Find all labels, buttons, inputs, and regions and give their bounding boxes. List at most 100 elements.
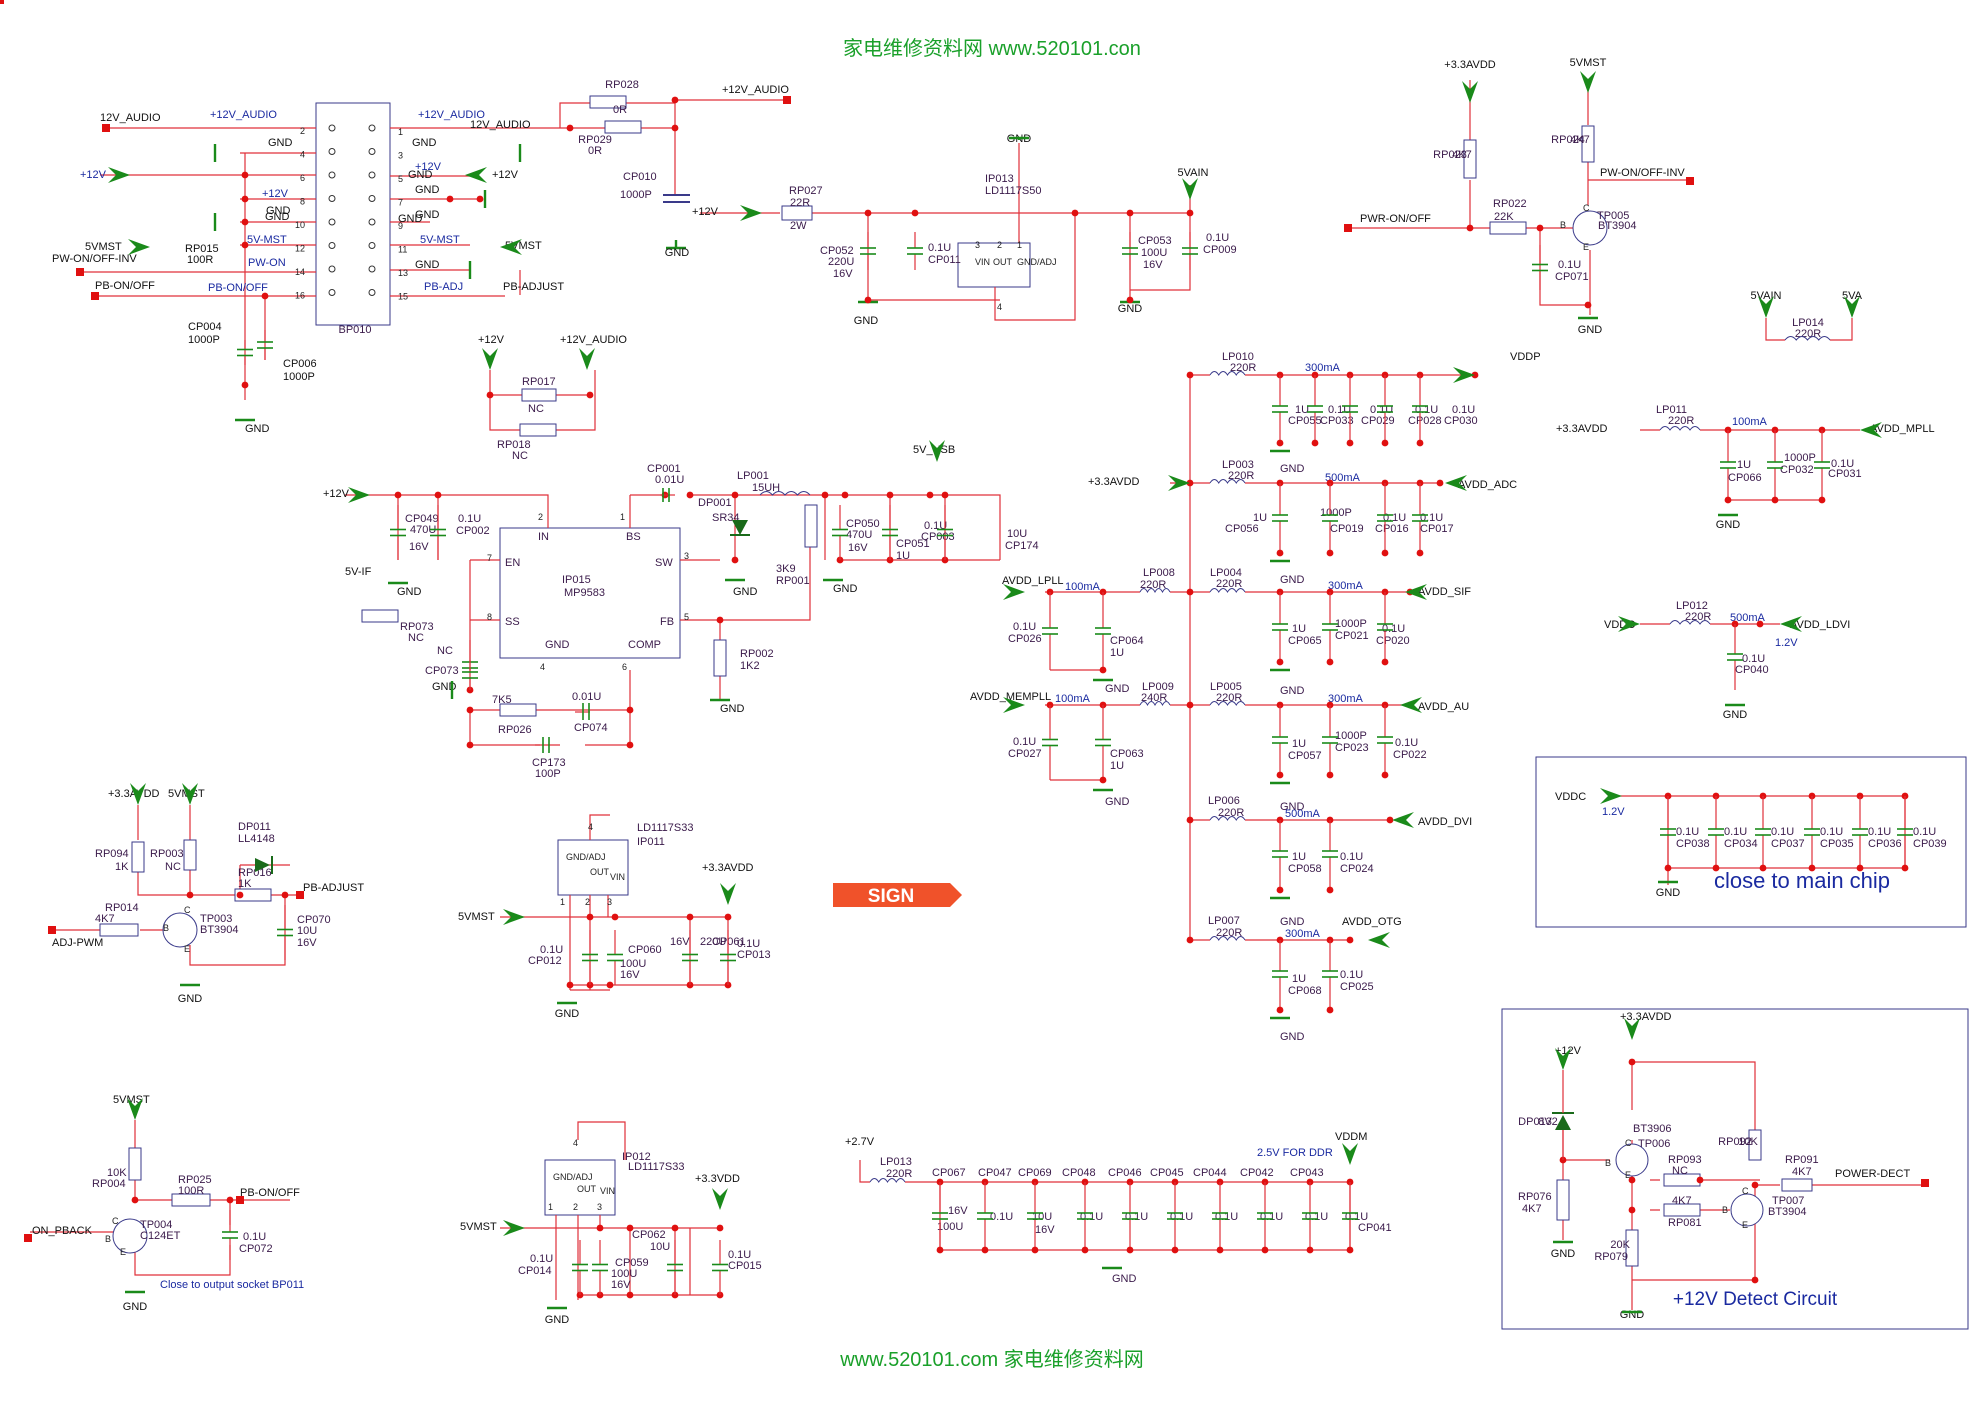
junction-dot bbox=[1416, 439, 1424, 447]
label: +12V bbox=[478, 334, 505, 346]
label: 0.1U bbox=[1170, 1211, 1193, 1223]
label: NC bbox=[512, 450, 528, 462]
label: 2 bbox=[585, 897, 590, 907]
junction-dot bbox=[476, 195, 484, 203]
junction-dot bbox=[1381, 658, 1389, 666]
junction-dot bbox=[1276, 1006, 1284, 1014]
label: PB-ADJ bbox=[424, 281, 463, 293]
junction-dot bbox=[1261, 1246, 1269, 1254]
label: 8 bbox=[300, 197, 305, 207]
label: E bbox=[1625, 1170, 1631, 1180]
label: 0.1U bbox=[1831, 458, 1854, 470]
label: 1 bbox=[398, 127, 403, 137]
label: IP012 bbox=[622, 1151, 651, 1163]
label: BT3904 bbox=[1598, 220, 1637, 232]
power-arrow bbox=[127, 1098, 143, 1120]
label: 1 bbox=[560, 897, 565, 907]
label: 0.1U bbox=[737, 938, 760, 950]
label: DP001 bbox=[698, 497, 732, 509]
label: CP039 bbox=[1913, 838, 1947, 850]
label: 0.1U bbox=[1013, 621, 1036, 633]
label: 8 bbox=[487, 612, 492, 622]
label: RP014 bbox=[105, 902, 139, 914]
junction-dot bbox=[686, 491, 694, 499]
label: RP029 bbox=[578, 134, 612, 146]
label: IP013 bbox=[985, 173, 1014, 185]
label: 0.1U bbox=[1382, 623, 1405, 635]
label: 0.1U bbox=[1206, 232, 1229, 244]
label: +12V bbox=[323, 488, 350, 500]
label: close to main chip bbox=[1714, 868, 1890, 893]
junction-dot bbox=[611, 913, 619, 921]
power-arrow bbox=[1003, 584, 1025, 600]
port-square bbox=[1686, 177, 1694, 185]
label: C bbox=[112, 1216, 119, 1226]
pin bbox=[368, 265, 376, 273]
label: MP9583 bbox=[564, 587, 605, 599]
label: 220R bbox=[1140, 579, 1166, 591]
junction-dot bbox=[241, 195, 249, 203]
label: GND bbox=[178, 993, 203, 1005]
label: 0.1U bbox=[1260, 1211, 1283, 1223]
label: CP026 bbox=[1008, 633, 1042, 645]
label: NC bbox=[165, 861, 181, 873]
inductor bbox=[1784, 336, 1831, 341]
junction-dot bbox=[671, 124, 679, 132]
label: 1U bbox=[1737, 459, 1751, 471]
label: GND bbox=[397, 586, 422, 598]
label: 0.1U bbox=[1395, 737, 1418, 749]
junction-dot bbox=[1276, 439, 1284, 447]
label: RP025 bbox=[178, 1174, 212, 1186]
label: LP001 bbox=[737, 470, 769, 482]
label: 6 bbox=[622, 662, 627, 672]
label: PB-ADJUST bbox=[303, 882, 364, 894]
label: 4K7 bbox=[1672, 1195, 1692, 1207]
label: 14 bbox=[295, 267, 305, 277]
label: 15UH bbox=[752, 482, 780, 494]
label: RP022 bbox=[1493, 198, 1527, 210]
label: E bbox=[120, 1247, 126, 1257]
label: LP005 bbox=[1210, 681, 1242, 693]
junction-dot bbox=[596, 1224, 604, 1232]
label: 16V bbox=[833, 268, 853, 280]
label: 1U bbox=[1292, 851, 1306, 863]
label: C bbox=[1625, 1138, 1632, 1148]
label: 1K bbox=[115, 861, 129, 873]
label: CP057 bbox=[1288, 750, 1322, 762]
label: 2 bbox=[300, 126, 305, 136]
power-arrow bbox=[1462, 81, 1478, 103]
label: 0.1U bbox=[1452, 404, 1475, 416]
label: CP056 bbox=[1225, 523, 1259, 535]
label: 3 bbox=[398, 151, 403, 161]
junction-dot bbox=[1436, 479, 1444, 487]
label: 0.1U bbox=[1013, 736, 1036, 748]
junction-dot bbox=[1346, 439, 1354, 447]
label: NC bbox=[1672, 1165, 1688, 1177]
junction-dot bbox=[716, 616, 724, 624]
label: VDDM bbox=[1335, 1131, 1367, 1143]
label: 0.1U bbox=[1771, 826, 1794, 838]
label: GND bbox=[1578, 324, 1603, 336]
label: 10U bbox=[1032, 1211, 1052, 1223]
label: CP030 bbox=[1444, 415, 1478, 427]
label: CP043 bbox=[1290, 1167, 1324, 1179]
label: DP011 bbox=[238, 821, 271, 833]
label: 1U bbox=[1253, 512, 1267, 524]
sign-tag: SIGN bbox=[833, 883, 962, 907]
label: TP006 bbox=[1638, 1138, 1670, 1150]
label: RP017 bbox=[522, 376, 556, 388]
label: 220R bbox=[1216, 927, 1242, 939]
port-square bbox=[102, 124, 110, 132]
junction-dot bbox=[1756, 620, 1764, 628]
label: +12V_AUDIO bbox=[210, 109, 277, 121]
label: CP046 bbox=[1108, 1167, 1142, 1179]
label: RP023 bbox=[1433, 149, 1467, 161]
pin bbox=[328, 289, 336, 296]
label: CP071 bbox=[1555, 271, 1589, 283]
power-arrow bbox=[1580, 71, 1596, 93]
port-square bbox=[48, 926, 56, 934]
junction-dot bbox=[1276, 549, 1284, 557]
power-arrow bbox=[720, 883, 736, 905]
label: 0.01U bbox=[655, 474, 684, 486]
label: OUT bbox=[577, 1184, 597, 1194]
